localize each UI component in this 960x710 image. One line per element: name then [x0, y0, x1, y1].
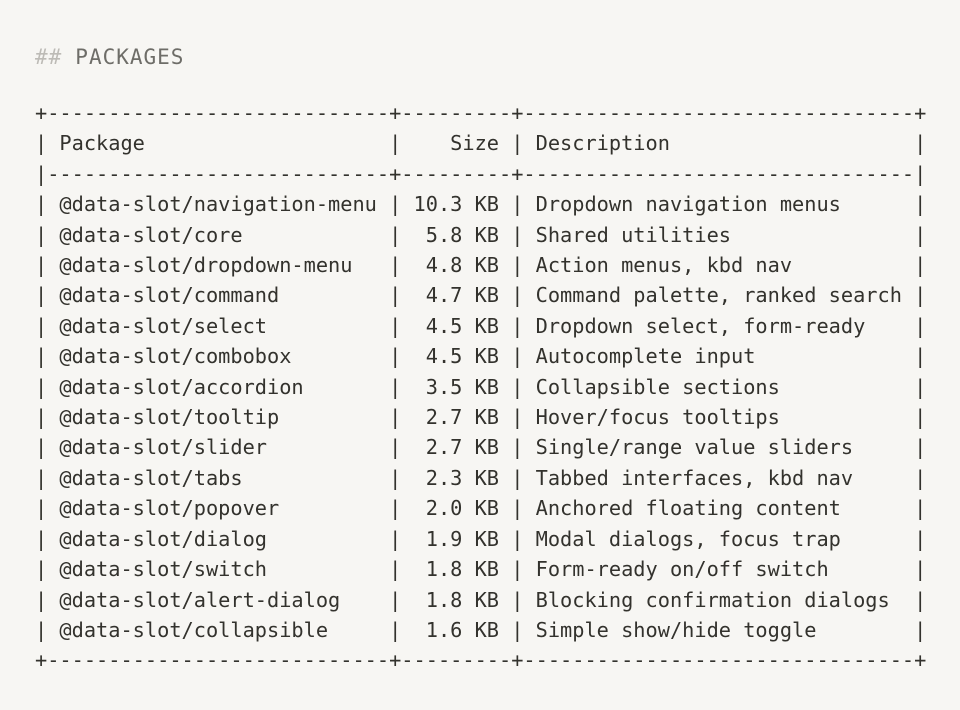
- table-row: | @data-slot/navigation-menu | 10.3 KB |…: [35, 192, 927, 217]
- table-row: | @data-slot/tabs | 2.3 KB | Tabbed inte…: [35, 465, 927, 490]
- table-row: | @data-slot/dropdown-menu | 4.8 KB | Ac…: [35, 253, 927, 278]
- table-row: | @data-slot/dialog | 1.9 KB | Modal dia…: [35, 526, 927, 551]
- table-row: | @data-slot/slider | 2.7 KB | Single/ra…: [35, 435, 927, 460]
- table-row: | @data-slot/combobox | 4.5 KB | Autocom…: [35, 344, 927, 369]
- table-row: | @data-slot/select | 4.5 KB | Dropdown …: [35, 313, 927, 338]
- table-row: | @data-slot/accordion | 3.5 KB | Collap…: [35, 374, 927, 399]
- table-row: | @data-slot/collapsible | 1.6 KB | Simp…: [35, 617, 927, 642]
- table-row: | @data-slot/popover | 2.0 KB | Anchored…: [35, 496, 927, 521]
- heading-hash-marks: ##: [35, 45, 63, 69]
- table-border-top: +----------------------------+---------+…: [35, 101, 927, 125]
- section-heading: ## PACKAGES: [0, 0, 960, 70]
- table-row: | @data-slot/alert-dialog | 1.8 KB | Blo…: [35, 587, 927, 612]
- table-header-row: | Package | Size | Description |: [35, 131, 927, 156]
- table-row: | @data-slot/tooltip | 2.7 KB | Hover/fo…: [35, 405, 927, 430]
- table-header-separator: |----------------------------+---------+…: [35, 161, 927, 186]
- table-row: | @data-slot/switch | 1.8 KB | Form-read…: [35, 557, 927, 582]
- heading-title: PACKAGES: [75, 45, 185, 69]
- table-border-bottom: +----------------------------+---------+…: [35, 648, 927, 673]
- table-row: | @data-slot/command | 4.7 KB | Command …: [35, 283, 927, 308]
- table-row: | @data-slot/core | 5.8 KB | Shared util…: [35, 222, 927, 247]
- packages-ascii-table: +----------------------------+---------+…: [35, 98, 960, 676]
